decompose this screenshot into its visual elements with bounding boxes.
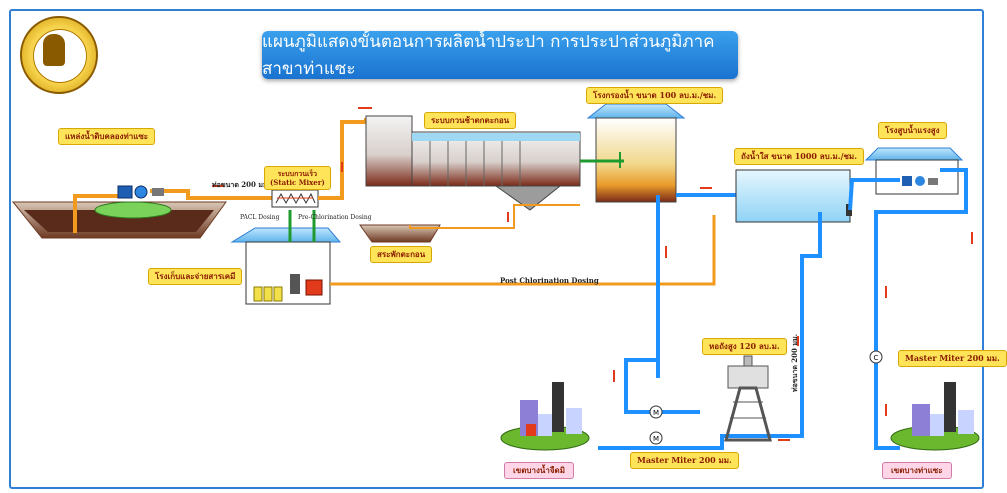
label-water-tower: หอถังสูง 120 ลบ.ม. (702, 338, 787, 355)
label-filter-plant: โรงกรองน้ำ ขนาด 100 ลบ.ม./ชม. (586, 87, 724, 104)
meter-icon: M M C (649, 350, 883, 445)
pump-station (864, 147, 964, 195)
label-pre-chlorination: Pre-Chlorination Dosing (298, 214, 372, 221)
label-sludge-pond: สระพักตะกอน (370, 246, 433, 263)
label-area-left: เขตบางน้ำจืดมิ (504, 462, 574, 479)
label-static-mixer-en: (Static Mixer) (270, 178, 325, 187)
label-post-chlorination: Post Chlorination Dosing (500, 276, 599, 285)
label-clear-water-tank: ถังน้ำใส ขนาด 1000 ลบ.ม./ชม. (734, 148, 864, 165)
label-static-mixer-th: ระบบกวนเร็ว (277, 169, 318, 178)
filter-to-tank-pipe (624, 193, 736, 414)
label-pump-station: โรงสูบน้ำแรงสูง (878, 122, 947, 139)
chemical-building (230, 227, 342, 305)
raw-water-pipe (73, 189, 272, 233)
label-raw-water-source: แหล่งน้ำดิบคลองท่าแซะ (58, 128, 156, 145)
building-icon (500, 382, 980, 451)
label-master-meter-right: Master Miter 200 มม. (898, 350, 1007, 367)
static-mixer (271, 189, 319, 208)
raw-water-basin (11, 201, 227, 239)
label-sedimentation: ระบบกวนช้าตกตะกอน (424, 112, 517, 129)
logo-figure (43, 34, 65, 66)
label-pipe-200: ท่อขนาด 200 มม. (212, 180, 271, 189)
svg-text:M: M (653, 409, 659, 417)
pump-lines (598, 168, 968, 450)
label-master-meter-left: Master Miter 200 มม. (630, 452, 739, 469)
dosing-lines (288, 210, 316, 242)
page-title: แผนภูมิแสดงขั้นตอนการผลิตน้ำประปา การประ… (262, 31, 738, 79)
label-pipe-vertical: ท่อขนาด 200 มม. (790, 333, 799, 392)
svg-text:M: M (653, 435, 659, 443)
label-area-right: เขตบางท่าแซะ (882, 462, 952, 479)
sedimentation-tank (365, 115, 581, 211)
logo-emblem (20, 16, 98, 94)
label-pacl-dosing: PACL Dosing (240, 214, 280, 221)
filter-building (580, 103, 686, 203)
clear-water-tank (735, 169, 852, 223)
label-static-mixer: ระบบกวนเร็ว (Static Mixer) (264, 166, 331, 190)
sludge-pond (359, 204, 580, 243)
post-chlorination-line (330, 215, 716, 286)
pump-icon (117, 185, 164, 199)
label-chemical-building: โรงเก็บและจ่ายสารเคมี (148, 268, 243, 285)
tower-icon (724, 355, 772, 442)
svg-text:C: C (874, 354, 879, 362)
